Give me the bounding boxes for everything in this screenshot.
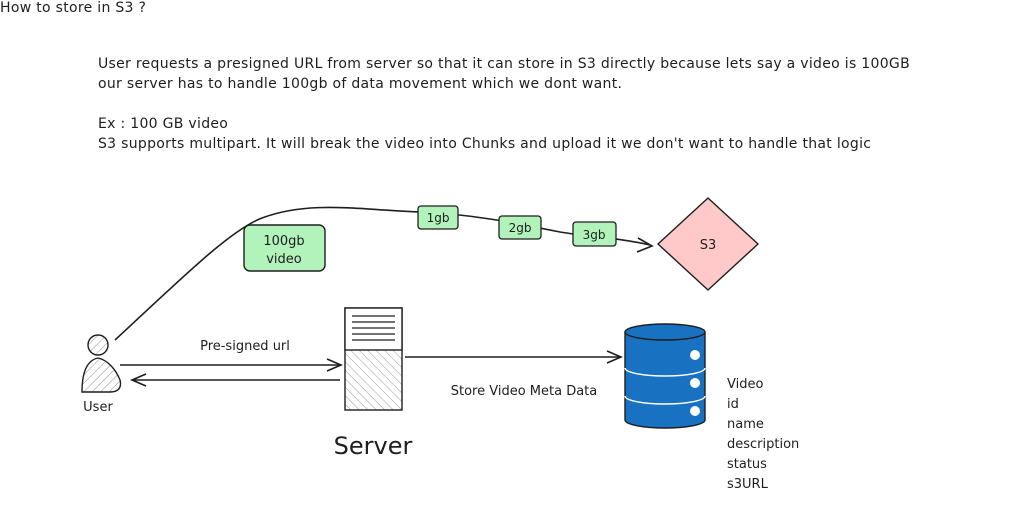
schema-field: description [727,437,799,452]
response-arrowhead [129,373,147,387]
notes-line-2: our server has to handle 100gb of data m… [98,76,623,92]
schema-field: s3URL [727,477,769,492]
chunk-2gb-label: 2gb [509,221,532,235]
notes-title: How to store in S3 ? [0,0,147,16]
notes-line-1: User requests a presigned URL from serve… [98,56,910,72]
user-icon [81,334,122,393]
s3-node: S3 [657,197,759,291]
s3-label: S3 [700,238,717,253]
chunk-2gb: 2gb [498,215,542,240]
schema-field: id [727,397,739,412]
schema-field: Video [727,377,763,392]
server-label: Server [334,432,413,460]
video-box: 100gb video [243,224,326,272]
request-arrowhead [326,358,344,372]
metadata-label: Store Video Meta Data [451,384,598,399]
server-icon [344,307,403,411]
schema-field: name [727,417,764,432]
chunk-3gb: 3gb [572,221,617,247]
video-schema: Video id name description status s3URL [727,377,799,492]
video-box-line-2: video [266,252,302,267]
database-icon [624,323,706,429]
notes-line-3: Ex : 100 GB video [98,116,229,132]
chunk-1gb: 1gb [417,205,459,230]
metadata-arrowhead [606,350,624,364]
schema-field: status [727,457,767,472]
chunk-3gb-label: 3gb [583,228,606,242]
user-label: User [83,400,113,415]
video-box-line-1: 100gb [263,234,304,249]
chunk-1gb-label: 1gb [427,211,450,225]
notes-line-4: S3 supports multipart. It will break the… [98,136,872,152]
presigned-url-label: Pre-signed url [200,339,290,354]
upload-arrowhead [636,237,654,253]
